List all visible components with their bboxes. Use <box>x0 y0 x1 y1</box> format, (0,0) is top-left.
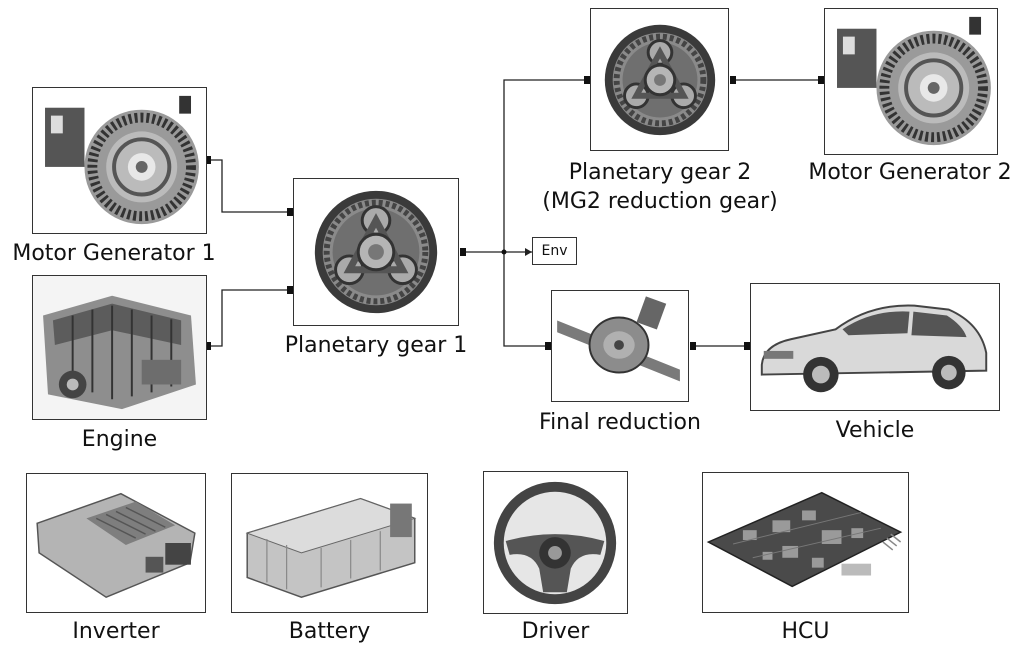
vehicle-label: Vehicle <box>835 418 915 443</box>
motor-generator-2-box[interactable] <box>824 8 998 155</box>
planetary-gear-1-box[interactable] <box>293 178 459 326</box>
differential-icon <box>557 296 680 382</box>
planetary-gear-2-box[interactable] <box>590 8 729 151</box>
driver-box[interactable] <box>483 471 628 614</box>
battery-box[interactable] <box>231 473 428 613</box>
planetary-gear-1-label: Planetary gear 1 <box>284 333 468 358</box>
planetary-gear-icon <box>314 190 438 314</box>
motor-generator-1-box[interactable] <box>32 87 207 234</box>
env-block[interactable]: Env <box>532 237 577 265</box>
hcu-box[interactable] <box>702 472 909 613</box>
car-icon <box>760 304 988 393</box>
planetary-gear-icon <box>604 24 716 136</box>
motor-generator-2-label: Motor Generator 2 <box>808 160 1012 185</box>
steering-wheel-icon <box>493 481 617 605</box>
hcu-label: HCU <box>781 619 830 644</box>
engine-label: Engine <box>81 427 158 452</box>
inverter-label: Inverter <box>72 619 160 644</box>
vehicle-box[interactable] <box>750 283 1000 411</box>
inverter-box[interactable] <box>26 473 206 613</box>
motor-generator-icon <box>837 16 991 146</box>
planetary-gear-2-label-line2: (MG2 reduction gear) <box>542 189 778 214</box>
inverter-icon <box>36 492 196 599</box>
engine-box[interactable] <box>32 275 207 420</box>
motor-generator-1-label: Motor Generator 1 <box>12 241 216 266</box>
battery-icon <box>245 497 417 598</box>
motor-generator-icon <box>45 95 199 225</box>
battery-label: Battery <box>288 619 371 644</box>
engine-icon <box>33 276 206 419</box>
driver-label: Driver <box>521 619 590 644</box>
circuit-board-icon <box>706 491 903 588</box>
final-reduction-box[interactable] <box>551 290 689 402</box>
final-reduction-label: Final reduction <box>539 410 701 435</box>
planetary-gear-2-label-line1: Planetary gear 2 <box>568 160 752 185</box>
